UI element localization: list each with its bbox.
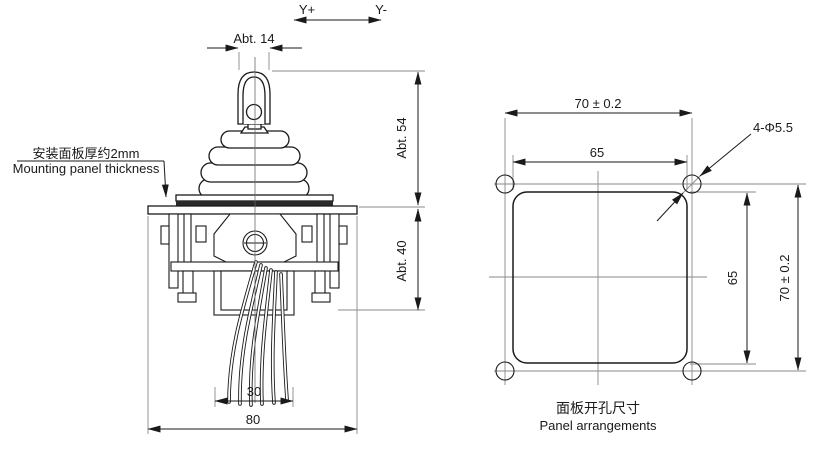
- caption-zh: 面板开孔尺寸: [556, 400, 640, 416]
- hanger-left: [168, 213, 179, 289]
- mounting-note-zh: 安装面板厚约2mm: [33, 146, 140, 161]
- mounting-hole-tr: [682, 174, 702, 194]
- label-y-plus: Y+: [299, 2, 315, 17]
- dim-outer-width: 70 ± 0.2: [575, 96, 622, 111]
- joystick-side-view: Y+ Y- Abt. 14 安装面板厚约2mm Mounting panel t…: [13, 2, 425, 434]
- dim-cutout-height: 65: [725, 271, 740, 285]
- mounting-hole-bl: [495, 361, 515, 381]
- joystick-body: [198, 71, 310, 199]
- boot-ring-2: [208, 146, 301, 166]
- dim-cutout-width: 65: [590, 145, 604, 160]
- hole-leader-lower: [656, 192, 684, 222]
- hole-leader-upper: [699, 133, 752, 177]
- dim-outer-height: 70 ± 0.2: [777, 255, 792, 302]
- panel-cutout: [512, 191, 688, 364]
- mounting-holes: [495, 174, 702, 381]
- mounting-panel: [147, 205, 358, 215]
- dim-handle-width: Abt. 14: [233, 31, 274, 46]
- hole-callout: 4-Φ5.5: [753, 120, 793, 135]
- dim-base-width: 80: [246, 412, 260, 427]
- dim-height-below: Abt. 40: [394, 240, 409, 281]
- dimension-lines-right: [504, 109, 802, 371]
- mounting-hole-br: [682, 361, 702, 381]
- label-y-minus: Y-: [375, 2, 387, 17]
- wire-bundle: [227, 260, 289, 407]
- mounting-hole-tl: [495, 174, 515, 194]
- handle-pivot-hole: [245, 103, 263, 121]
- panel-cutout-view: 70 ± 0.2 65 4-Φ5.5 65 70 ± 0.2 面板开孔尺寸 Pa…: [489, 96, 806, 433]
- mounting-note-en: Mounting panel thickness: [13, 161, 160, 176]
- flange-plate: [175, 194, 334, 202]
- note-leader: [161, 160, 169, 198]
- dim-height-above: Abt. 54: [394, 117, 409, 158]
- hanger-right: [329, 213, 340, 289]
- panel-thickness-strip: [176, 201, 333, 206]
- construction-lines-right: [489, 118, 806, 385]
- caption-en: Panel arrangements: [539, 418, 657, 433]
- extension-lines-left: [147, 52, 425, 434]
- boot-ring-3: [200, 162, 308, 183]
- dim-wire-width: 30: [247, 384, 261, 399]
- dimension-lines-left: [17, 16, 422, 433]
- mounting-area: [147, 194, 358, 215]
